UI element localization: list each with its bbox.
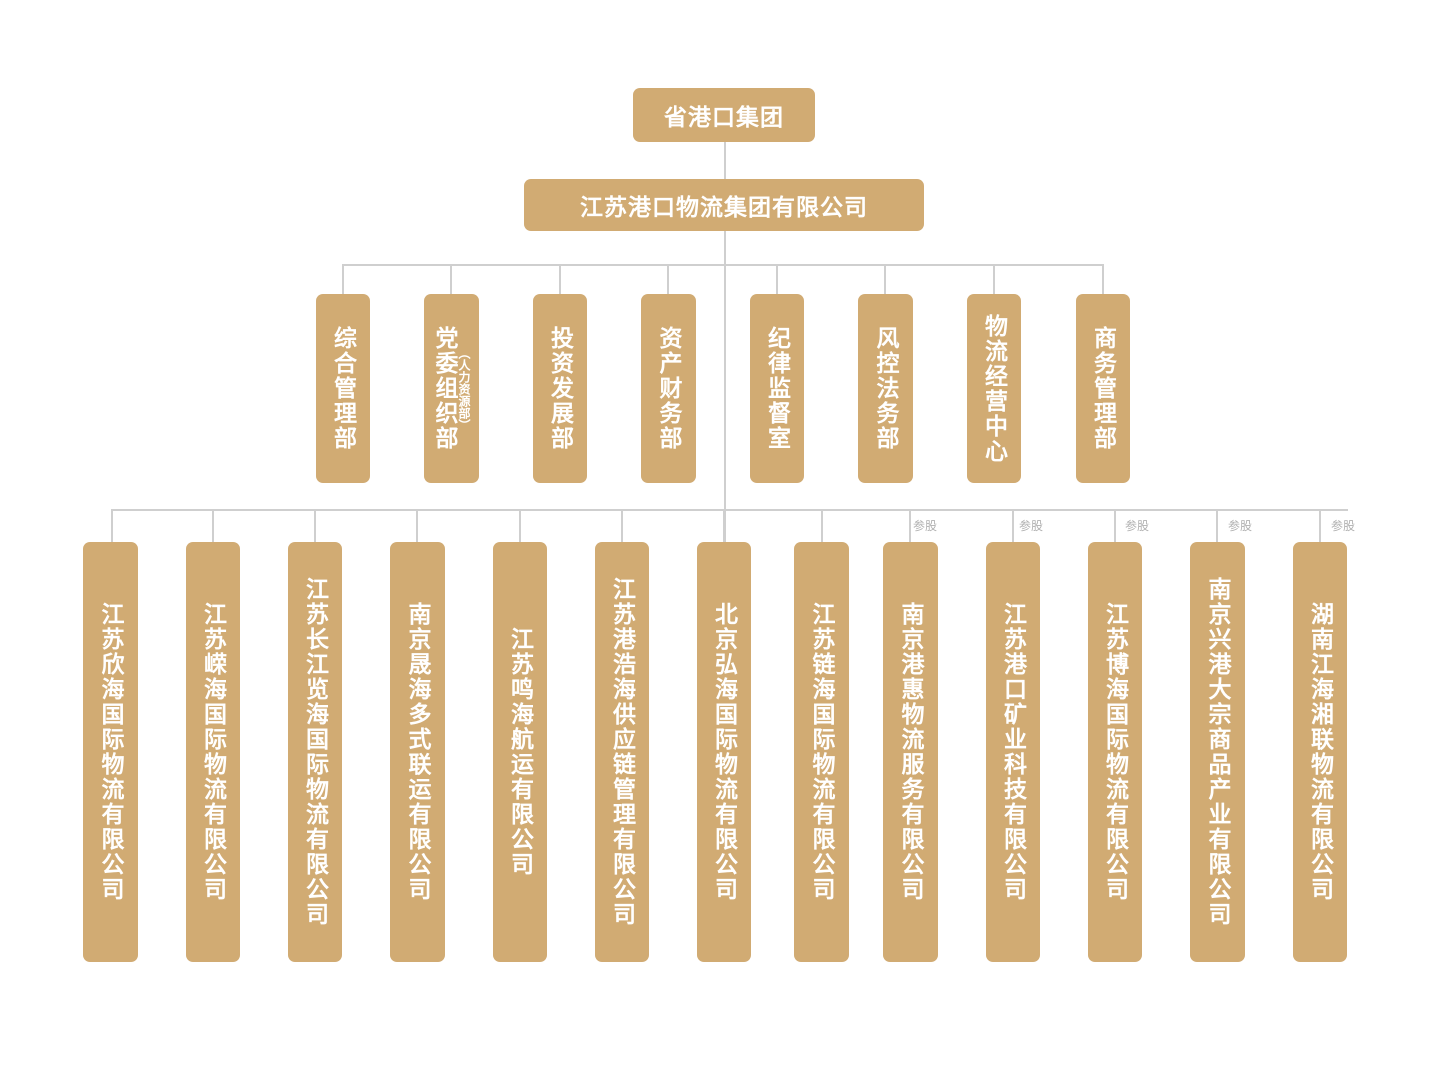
- dept-node-label: 综合管理部: [329, 326, 357, 451]
- subsidiary-node-label: 江苏港浩海供应链管理有限公司: [608, 577, 636, 927]
- dept-node-label: 党委组织部: [431, 326, 458, 451]
- connector-subsidiary-drop: [1319, 509, 1321, 542]
- node-logistics-group-company-label: 江苏港口物流集团有限公司: [580, 194, 868, 221]
- dept-node: 纪律监督室: [750, 294, 804, 483]
- connector-subsidiary-drop: [821, 509, 823, 542]
- dept-node-label: 投资发展部: [546, 326, 574, 451]
- subsidiary-node: 江苏链海国际物流有限公司: [794, 542, 849, 962]
- connector-subsidiary-drop: [909, 509, 911, 542]
- subsidiary-node: 南京港惠物流服务有限公司: [883, 542, 938, 962]
- subsidiary-node-label: 湖南江海湘联物流有限公司: [1306, 602, 1334, 902]
- connector-trunk: [724, 231, 726, 542]
- connector-department-drop: [559, 264, 561, 294]
- connector-subsidiary-drop: [111, 509, 113, 542]
- subsidiary-node-label: 江苏港口矿业科技有限公司: [999, 602, 1027, 902]
- dept-node: 风控法务部: [858, 294, 913, 483]
- connector-subsidiary-drop: [519, 509, 521, 542]
- dept-node-label: 资产财务部: [655, 326, 682, 451]
- subsidiary-node: 南京晟海多式联运有限公司: [390, 542, 445, 962]
- connector-department-drop: [884, 264, 886, 294]
- subsidiary-node-label: 南京晟海多式联运有限公司: [404, 602, 431, 902]
- dept-node: 投资发展部: [533, 294, 587, 483]
- connector-subsidiary-drop: [1216, 509, 1218, 542]
- connector-department-drop: [342, 264, 344, 294]
- connector-department-drop: [667, 264, 669, 294]
- dept-node-label: 纪律监督室: [763, 326, 791, 451]
- subsidiary-node-label: 江苏链海国际物流有限公司: [808, 602, 835, 902]
- dept-node: 资产财务部: [641, 294, 696, 483]
- subsidiary-node-label: 江苏长江览海国际物流有限公司: [301, 577, 329, 927]
- connector-department-drop: [1102, 264, 1104, 294]
- connector-subsidiary-drop: [1012, 509, 1014, 542]
- equity-participation-tag: 参股: [1019, 519, 1044, 533]
- connector-subsidiary-drop: [416, 509, 418, 542]
- node-provincial-port-group: 省港口集团: [633, 88, 815, 142]
- subsidiary-node: 江苏博海国际物流有限公司: [1088, 542, 1142, 962]
- subsidiary-node-label: 北京弘海国际物流有限公司: [710, 602, 738, 902]
- equity-participation-tag: 参股: [1228, 519, 1253, 533]
- dept-node: 商务管理部: [1076, 294, 1130, 483]
- connector-subsidiary-drop: [314, 509, 316, 542]
- dept-node: 物流经营中心: [967, 294, 1021, 483]
- node-logistics-group-company: 江苏港口物流集团有限公司: [524, 179, 924, 231]
- subsidiary-node: 南京兴港大宗商品产业有限公司: [1190, 542, 1245, 962]
- subsidiary-node: 湖南江海湘联物流有限公司: [1293, 542, 1347, 962]
- equity-participation-tag: 参股: [1125, 519, 1150, 533]
- dept-node-note: （人力资源部）: [457, 346, 471, 431]
- subsidiary-node-label: 江苏博海国际物流有限公司: [1101, 602, 1129, 902]
- subsidiary-node-label: 江苏嵘海国际物流有限公司: [199, 602, 227, 902]
- subsidiary-node: 江苏嵘海国际物流有限公司: [186, 542, 240, 962]
- equity-participation-tag: 参股: [1331, 519, 1356, 533]
- connector-subsidiary-drop: [1114, 509, 1116, 542]
- dept-node: 党委组织部 （人力资源部）: [424, 294, 479, 483]
- subsidiary-node-label: 江苏鸣海航运有限公司: [506, 627, 534, 877]
- subsidiary-node: 江苏欣海国际物流有限公司: [83, 542, 138, 962]
- connector-department-bus: [343, 264, 1104, 266]
- subsidiary-node: 江苏长江览海国际物流有限公司: [288, 542, 342, 962]
- connector-department-drop: [450, 264, 452, 294]
- connector-department-drop: [993, 264, 995, 294]
- dept-node: 综合管理部: [316, 294, 370, 483]
- connector-subsidiary-drop: [212, 509, 214, 542]
- connector-top-to-company: [724, 142, 726, 179]
- subsidiary-node: 江苏港浩海供应链管理有限公司: [595, 542, 649, 962]
- node-provincial-port-group-label: 省港口集团: [664, 104, 784, 131]
- subsidiary-node: 江苏港口矿业科技有限公司: [986, 542, 1040, 962]
- connector-subsidiary-drop: [723, 509, 725, 542]
- subsidiary-node: 北京弘海国际物流有限公司: [697, 542, 751, 962]
- connector-subsidiary-bus: [112, 509, 1348, 511]
- connector-department-drop: [776, 264, 778, 294]
- dept-node-label: 商务管理部: [1089, 326, 1117, 451]
- equity-participation-tag: 参股: [913, 519, 938, 533]
- subsidiary-node: 江苏鸣海航运有限公司: [493, 542, 547, 962]
- connector-subsidiary-drop: [621, 509, 623, 542]
- subsidiary-node-label: 南京兴港大宗商品产业有限公司: [1204, 577, 1231, 927]
- subsidiary-node-label: 南京港惠物流服务有限公司: [897, 602, 924, 902]
- dept-node-label: 风控法务部: [872, 326, 899, 451]
- dept-node-label: 物流经营中心: [980, 313, 1008, 464]
- subsidiary-node-label: 江苏欣海国际物流有限公司: [97, 602, 124, 902]
